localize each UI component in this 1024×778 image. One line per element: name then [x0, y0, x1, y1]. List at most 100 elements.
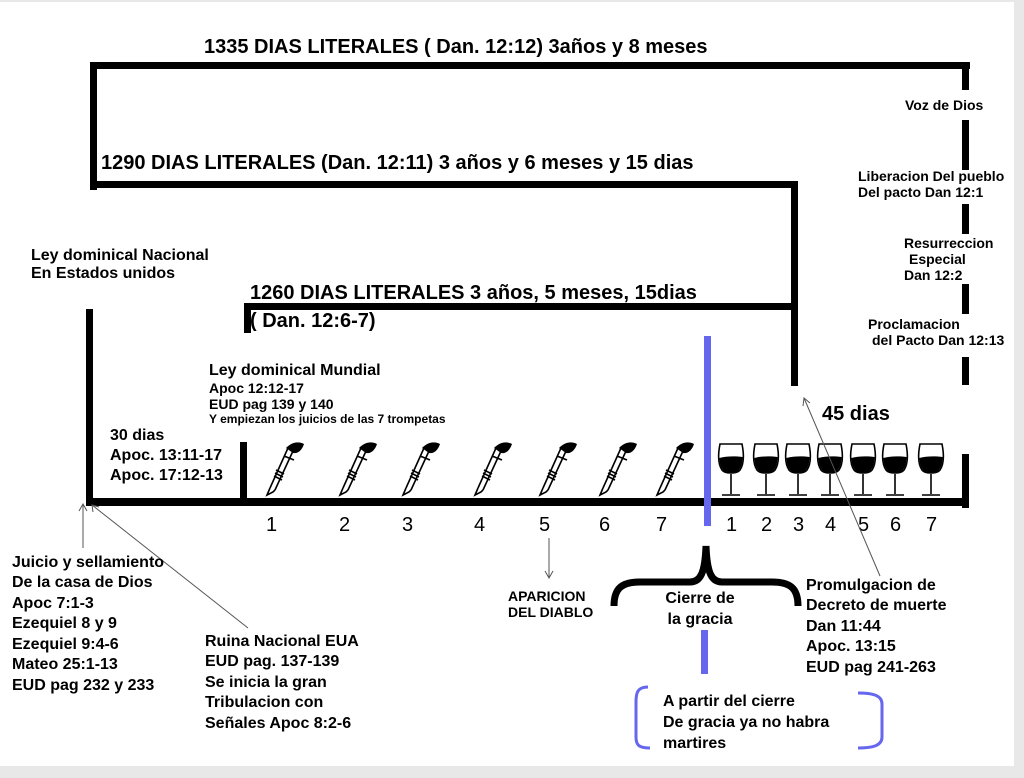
cierre-line: Cierre de — [665, 590, 735, 607]
period-1260-bar — [244, 303, 798, 310]
ley-mundial-line: Y empiezan los juicios de las 7 trompeta… — [209, 411, 446, 426]
cierre-gracia-line-lower — [701, 630, 708, 674]
period-1290-bar — [90, 181, 798, 188]
cup-number: 2 — [761, 514, 773, 536]
event-liberacion-line: Liberacion Del pueblo — [858, 168, 1005, 184]
decreto-label: Promulgacion de Decreto de muerte Dan 11… — [806, 576, 947, 678]
juicio-line: Ezequiel 8 y 9 — [12, 615, 117, 633]
ruina-line: EUD pag. 137-139 — [205, 653, 340, 671]
ruina-line: Tribulacion con — [205, 694, 324, 712]
event-resurreccion-line: Especial — [909, 251, 966, 268]
right-segment — [962, 357, 969, 385]
right-segment — [962, 120, 969, 170]
period-1260-left-tick — [244, 303, 251, 333]
thirty-days-label: 30 dias Apoc. 13:11-17 Apoc. 17:12-13 — [110, 426, 223, 486]
nota-martires: A partir del cierre De gracia ya no habr… — [663, 692, 829, 754]
event-voz-de-dios: Voz de Dios — [905, 97, 984, 113]
period-1335-title: 1335 DIAS LITERALES ( Dan. 12:12) 3años … — [204, 36, 708, 58]
ley-nacional-line: En Estados unidos — [31, 265, 176, 283]
trumpet-icon — [398, 440, 442, 503]
right-segment — [962, 204, 969, 234]
trumpet-icon — [470, 440, 514, 503]
decreto-line: Apoc. 13:15 — [806, 638, 896, 656]
decreto-line: Dan 11:44 — [806, 617, 881, 635]
decreto-line: Decreto de muerte — [806, 597, 947, 615]
ruina-label: Ruina Nacional EUA EUD pag. 137-139 Se i… — [205, 632, 359, 734]
juicio-line: EUD pag 232 y 233 — [12, 676, 155, 694]
period-1290-title: 1290 DIAS LITERALES (Dan. 12:11) 3 años … — [101, 152, 694, 174]
right-segment-bottom — [962, 454, 969, 508]
period-1335-bar — [90, 62, 970, 69]
timeline-baseline — [86, 498, 969, 506]
cierre-line: la gracia — [667, 610, 733, 628]
trumpet-number: 7 — [656, 514, 668, 536]
event-resurreccion: Resurreccion Especial Dan 12:2 — [904, 235, 993, 283]
cup-number: 4 — [825, 514, 837, 536]
trumpet-number: 1 — [266, 514, 278, 536]
ley-mundial-title: Ley dominical Mundial — [209, 362, 381, 379]
decreto-line: Promulgacion de — [806, 577, 936, 594]
nota-line: De gracia ya no habra — [663, 713, 830, 731]
event-resurreccion-line: Dan 12:2 — [904, 267, 963, 284]
aparicion-line: APARICION — [508, 588, 586, 604]
wine-glass-icon — [848, 442, 878, 505]
cup-number: 1 — [726, 514, 738, 536]
ley-mundial-line: EUD pag 139 y 140 — [209, 396, 334, 413]
wine-glass-icon — [716, 442, 746, 505]
cup-number: 3 — [793, 514, 805, 536]
ruina-line: Ruina Nacional EUA — [205, 633, 359, 650]
wine-glass-icon — [880, 442, 910, 505]
wine-glass-icon — [815, 442, 845, 505]
ley-mundial-line: Apoc 12:12-17 — [209, 380, 304, 397]
cup-number: 6 — [890, 514, 902, 536]
wine-glass-icon — [916, 442, 946, 505]
annotation-arrows — [78, 397, 884, 750]
juicio-line: De la casa de Dios — [12, 574, 153, 592]
event-resurreccion-line: Resurreccion — [904, 235, 994, 251]
thirty-days-line: 30 dias — [110, 427, 165, 444]
cierre-brace — [610, 545, 802, 607]
trumpet-number: 2 — [339, 514, 351, 536]
period-1260-ref: ( Dan. 12:6-7) — [250, 310, 376, 332]
thirty-days-divider — [240, 442, 247, 504]
trumpet-number: 4 — [474, 514, 486, 536]
trumpet-icon — [535, 440, 579, 503]
period-1335-left-tick — [90, 62, 97, 190]
trumpet-number: 6 — [599, 514, 611, 536]
cup-number: 7 — [926, 514, 938, 536]
wine-glass-icon — [783, 442, 813, 505]
event-proclamacion-line: Proclamacion — [868, 316, 960, 332]
aparicion-label: APARICION DEL DIABLO — [508, 588, 593, 620]
nota-line: martires — [663, 734, 727, 752]
juicio-line: Ezequiel 9:4-6 — [12, 635, 119, 653]
juicio-line: Mateo 25:1-13 — [12, 656, 118, 674]
ruina-line: Se inicia la gran — [205, 673, 327, 691]
trumpet-number: 3 — [402, 514, 414, 536]
decreto-line: EUD pag 241-263 — [806, 658, 936, 676]
trumpet-icon — [262, 440, 306, 503]
cierre-gracia-line — [704, 336, 711, 526]
right-segment — [962, 284, 969, 314]
ruina-line: Señales Apoc 8:2-6 — [205, 714, 352, 732]
event-proclamacion: Proclamacion del Pacto Dan 12:13 — [868, 316, 1004, 348]
event-liberacion: Liberacion Del pueblo Del pacto Dan 12:1 — [858, 168, 1004, 200]
period-1260-title: 1260 DIAS LITERALES 3 años, 5 meses, 15d… — [250, 282, 697, 304]
event-liberacion-line: Del pacto Dan 12:1 — [858, 184, 984, 201]
juicio-line: Apoc 7:1-3 — [12, 594, 94, 612]
ley-mundial-label: Ley dominical Mundial Apoc 12:12-17 EUD … — [209, 362, 446, 426]
trumpet-icon — [652, 440, 696, 503]
cup-number: 5 — [858, 514, 870, 536]
period-1290-right-tick — [791, 181, 798, 386]
period-1335-right-tick — [962, 62, 969, 90]
diagram-canvas: 1335 DIAS LITERALES ( Dan. 12:12) 3años … — [0, 2, 1014, 766]
thirty-days-line: Apoc. 13:11-17 — [110, 447, 223, 464]
ley-nacional-line: Ley dominical Nacional — [31, 247, 209, 264]
event-proclamacion-line: del Pacto Dan 12:13 — [872, 332, 1005, 349]
trumpet-icon — [595, 440, 639, 503]
juicio-label: Juicio y sellamiento De la casa de Dios … — [12, 553, 164, 696]
cierre-gracia-label: Cierre de la gracia — [660, 589, 740, 631]
trumpet-number: 5 — [539, 514, 551, 536]
main-left-tick — [86, 309, 93, 505]
juicio-line: Juicio y sellamiento — [12, 554, 165, 571]
wine-glass-icon — [751, 442, 781, 505]
